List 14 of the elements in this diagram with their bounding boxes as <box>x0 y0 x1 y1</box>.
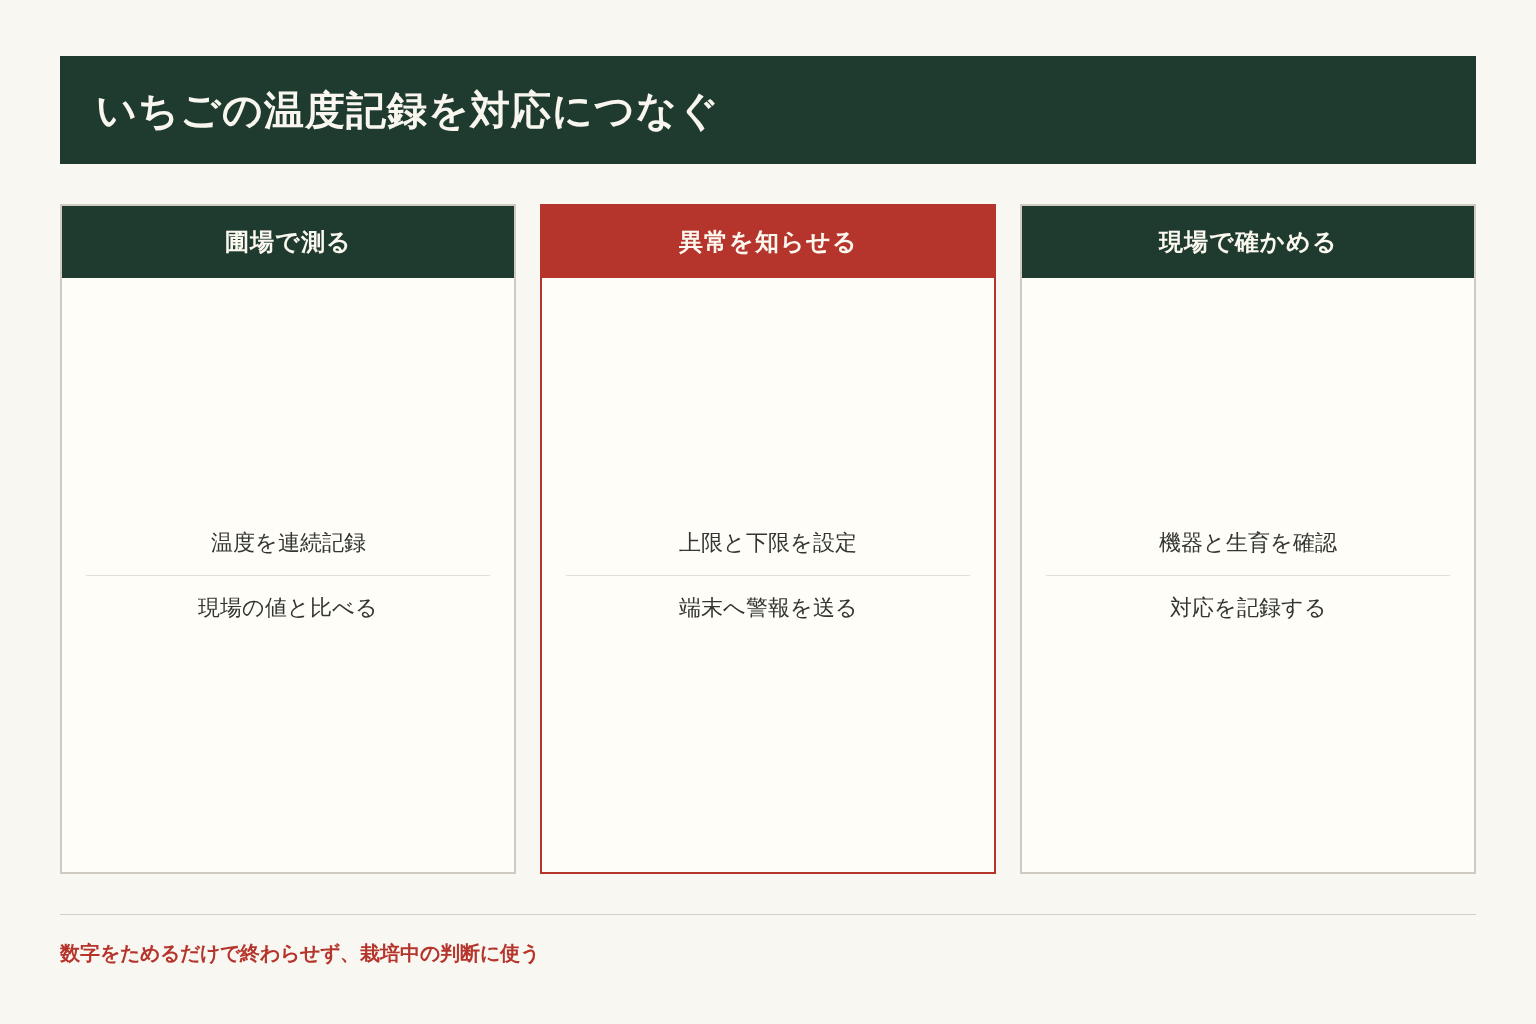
card-header: 現場で確かめる <box>1022 206 1474 278</box>
step-item: 対応を記録する <box>1169 593 1327 622</box>
title-banner: いちごの温度記録を対応につなぐ <box>60 56 1476 164</box>
step-card <box>540 204 996 874</box>
step-item: 端末へ警報を送る <box>678 593 858 622</box>
card-header: 圃場で測る <box>62 206 514 278</box>
step-item: 上限と下限を設定 <box>679 528 857 557</box>
step-item: 機器と生育を確認 <box>1159 528 1337 557</box>
step-card <box>1020 204 1476 874</box>
step-item: 温度を連続記録 <box>210 528 366 557</box>
step-item: 現場の値と比べる <box>198 593 378 622</box>
card-header: 異常を知らせる <box>542 206 994 278</box>
step-card <box>60 204 516 874</box>
caption: 数字をためるだけで終わらせず、栽培中の判断に使う <box>60 940 540 967</box>
